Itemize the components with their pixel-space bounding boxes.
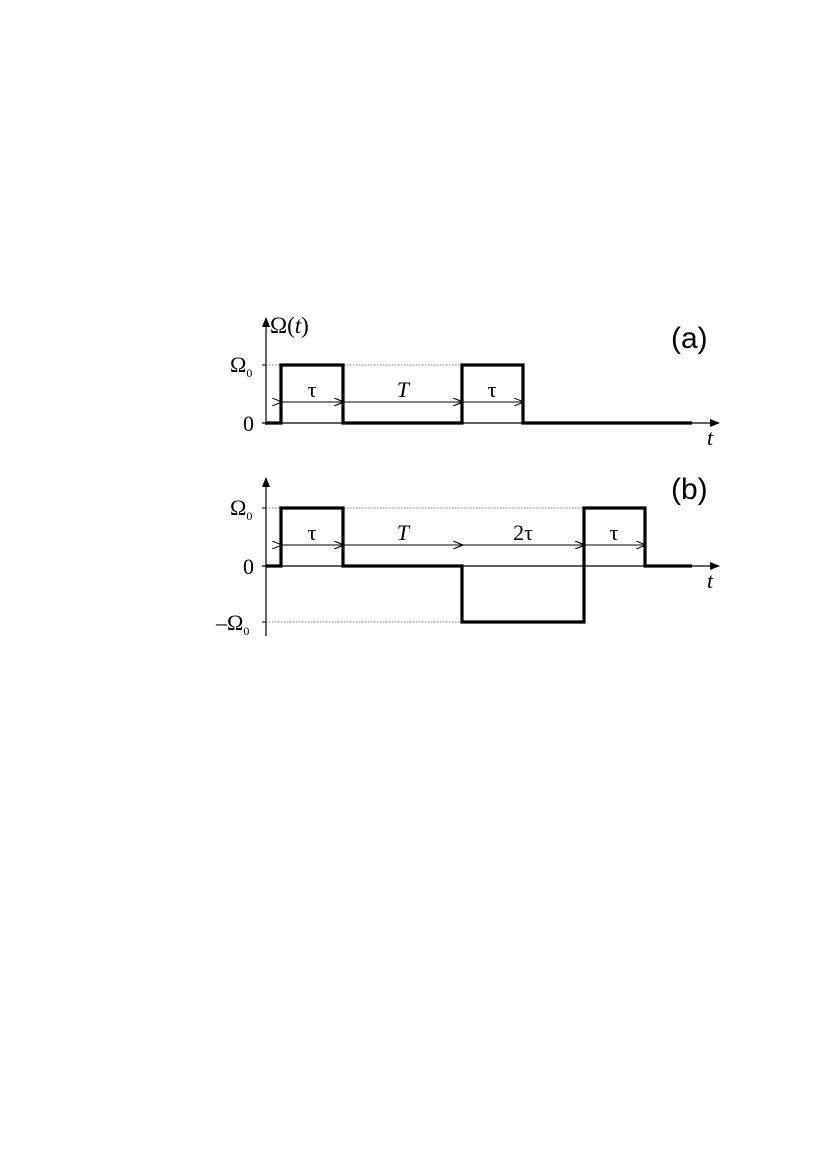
panel-a-x-axis-var: t xyxy=(707,425,714,450)
panel-a-tick-label-omega0: Ω0 xyxy=(230,352,252,380)
panel-b: (b) Ω0 0 –Ω0 t τ T 2τ τ xyxy=(215,473,720,638)
y-axis-title-var: t xyxy=(295,313,302,338)
panel-b-x-axis-var: t xyxy=(707,568,714,593)
panel-b-label: (b) xyxy=(671,473,708,506)
panel-a-interval-label-3: τ xyxy=(488,377,497,402)
panel-b-tick-label-zero: 0 xyxy=(243,554,254,579)
panel-a-label: (a) xyxy=(671,322,708,355)
panel-b-pulse-waveform xyxy=(266,506,692,624)
panel-b-tick-label-minus-omega0: –Ω0 xyxy=(215,610,249,638)
panel-a: (a) Ω(t) Ω0 0 t τ T τ xyxy=(230,313,720,450)
panel-b-tick-label-omega0: Ω0 xyxy=(230,495,252,523)
y-axis-title-close: ) xyxy=(301,313,309,338)
panel-b-interval-label-4: τ xyxy=(610,520,619,545)
panel-b-interval-label-3: 2τ xyxy=(513,520,533,545)
panel-b-interval-label-1: τ xyxy=(308,520,317,545)
panel-a-tick-label-zero: 0 xyxy=(243,411,254,436)
y-axis-title-omega: Ω( xyxy=(270,313,295,338)
panel-a-interval-label-1: τ xyxy=(308,377,317,402)
panel-a-interval-label-2: T xyxy=(397,377,411,402)
panel-a-pulse-waveform xyxy=(266,363,692,425)
panel-b-interval-label-2: T xyxy=(397,520,411,545)
panel-a-y-axis-title: Ω(t) xyxy=(270,313,309,338)
